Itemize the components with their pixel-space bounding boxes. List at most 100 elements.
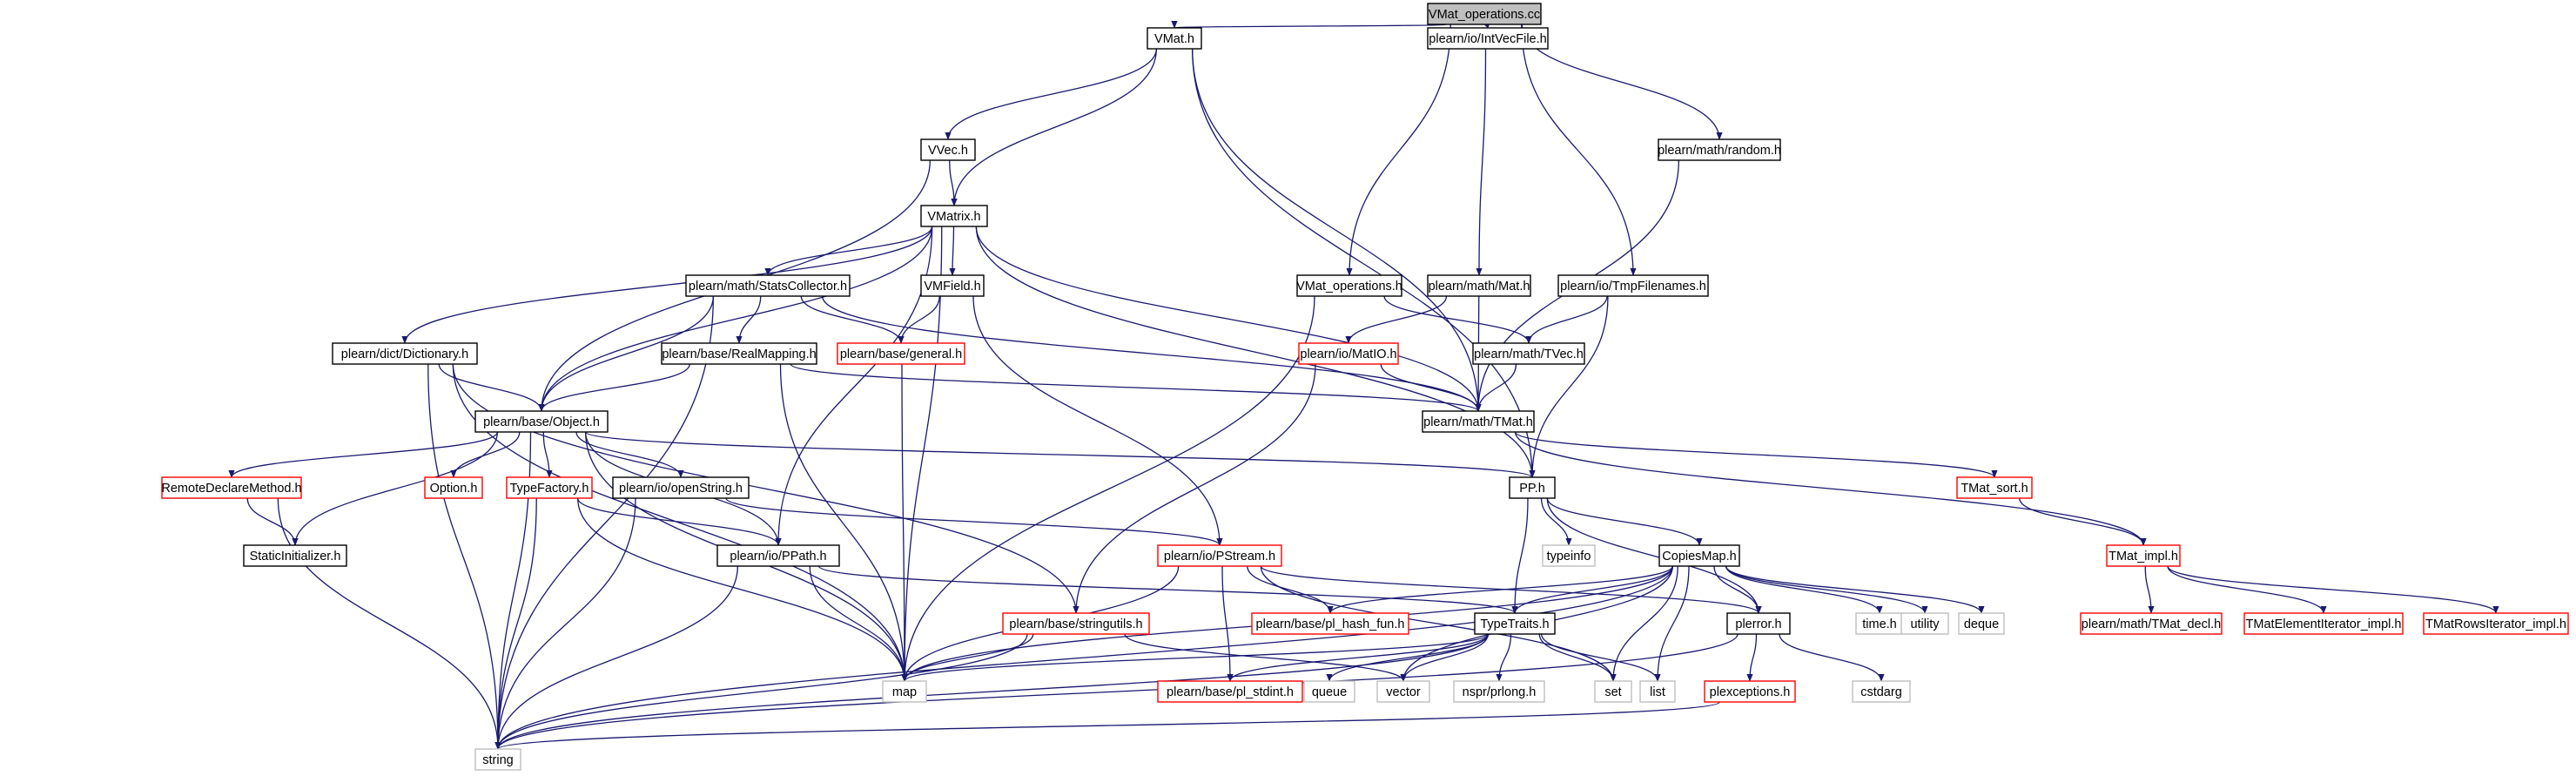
edge-ppath-to-typetraits xyxy=(818,565,1518,614)
edge-copiesmap-to-plerror xyxy=(1713,565,1762,614)
node-plexceptions[interactable]: plexceptions.h xyxy=(1704,680,1796,703)
edge-ppath-to-string xyxy=(494,565,738,750)
node-tmatelemiter[interactable]: TMatElementIterator_impl.h xyxy=(2243,612,2404,635)
node-label-deque: deque xyxy=(1964,617,1999,631)
node-random_h[interactable]: plearn/math/random.h xyxy=(1658,138,1781,161)
edge-statscollector-to-string xyxy=(494,295,714,750)
edge-vmatrix_h-to-object_h xyxy=(538,226,933,412)
node-box-vmfield xyxy=(920,274,985,297)
node-label-vector: vector xyxy=(1386,685,1421,699)
node-typetraits[interactable]: TypeTraits.h xyxy=(1474,612,1556,635)
node-staticinit[interactable]: StaticInitializer.h xyxy=(243,544,347,567)
edge-copiesmap-to-deque xyxy=(1725,565,1985,614)
edge-typefactory-to-string xyxy=(494,497,537,750)
node-box-queue xyxy=(1303,680,1355,703)
edge-tmat_impl-to-tmatrowsiter xyxy=(2167,565,2499,614)
node-label-typefactory: TypeFactory.h xyxy=(510,482,589,496)
node-box-stringutils xyxy=(1002,612,1150,635)
node-dictionary[interactable]: plearn/dict/Dictionary.h xyxy=(332,342,478,365)
edge-openstring-to-string xyxy=(494,497,636,750)
edge-typetraits-to-vector xyxy=(1400,633,1489,682)
node-vmat_operations_h[interactable]: VMat_operations.h xyxy=(1296,274,1402,297)
node-label-tmatrowsiter: TMatRowsIterator_impl.h xyxy=(2425,617,2566,631)
node-intvecfile[interactable]: plearn/io/IntVecFile.h xyxy=(1427,27,1549,50)
node-box-pstream xyxy=(1157,544,1282,567)
node-label-set: set xyxy=(1604,685,1621,699)
node-pl_hash_fun[interactable]: plearn/base/pl_hash_fun.h xyxy=(1251,612,1409,635)
edge-statscollector-to-realmapping xyxy=(736,295,762,344)
edge-general_h-to-map xyxy=(901,363,908,682)
edge-vmat_operations_h-to-tvec_h xyxy=(1383,295,1532,344)
edge-plerror-to-plexceptions xyxy=(1746,633,1758,682)
node-deque: deque xyxy=(1958,612,2005,635)
edge-tmpfilenames-to-pp_h xyxy=(1529,295,1609,478)
node-option_h[interactable]: Option.h xyxy=(424,476,483,499)
node-remotedeclare[interactable]: RemoteDeclareMethod.h xyxy=(161,476,302,499)
node-pp_h[interactable]: PP.h xyxy=(1509,476,1556,499)
node-box-plexceptions xyxy=(1704,680,1796,703)
node-box-openstring xyxy=(612,476,750,499)
node-box-plerror xyxy=(1726,612,1791,635)
node-box-vmat_ops_cc xyxy=(1427,3,1542,25)
edge-matio-to-stringutils xyxy=(1073,363,1316,614)
edge-typetraits-to-string xyxy=(494,633,1489,750)
edge-object_h-to-openstring xyxy=(575,431,684,478)
edge-typetraits-to-nspr xyxy=(1496,633,1512,682)
node-tmat_h[interactable]: plearn/math/TMat.h xyxy=(1422,410,1535,433)
node-vmat_ops_cc[interactable]: VMat_operations.cc xyxy=(1427,3,1542,25)
node-matio[interactable]: plearn/io/MatIO.h xyxy=(1298,342,1399,365)
node-vmatrix_h[interactable]: VMatrix.h xyxy=(920,205,988,227)
node-label-vmfield: VMField.h xyxy=(924,280,980,294)
edge-tmpfilenames-to-tvec_h xyxy=(1525,295,1608,344)
node-plerror[interactable]: plerror.h xyxy=(1726,612,1791,635)
node-mat_h[interactable]: plearn/math/Mat.h xyxy=(1427,274,1531,297)
node-ppath[interactable]: plearn/io/PPath.h xyxy=(716,544,840,567)
edge-vmatrix_h-to-statscollector xyxy=(764,226,933,276)
edge-pp_h-to-copiesmap xyxy=(1546,497,1703,546)
edge-tmat_impl-to-tmat_decl xyxy=(2144,565,2155,614)
node-box-map xyxy=(882,680,927,703)
node-stringutils[interactable]: plearn/base/stringutils.h xyxy=(1002,612,1150,635)
node-tmat_impl[interactable]: TMat_impl.h xyxy=(2106,544,2181,567)
node-copiesmap[interactable]: CopiesMap.h xyxy=(1658,544,1740,567)
node-label-map: map xyxy=(892,685,917,699)
node-object_h[interactable]: plearn/base/Object.h xyxy=(474,410,609,433)
edge-vmatrix_h-to-pp_h xyxy=(975,226,1536,478)
node-tmatrowsiter[interactable]: TMatRowsIterator_impl.h xyxy=(2423,612,2569,635)
node-statscollector[interactable]: plearn/math/StatsCollector.h xyxy=(685,274,851,297)
edge-copiesmap-to-list xyxy=(1654,565,1690,682)
node-vvec_h[interactable]: VVec.h xyxy=(920,138,976,161)
edge-vmat_ops_cc-to-tmpfilenames xyxy=(1521,24,1637,276)
node-realmapping[interactable]: plearn/base/RealMapping.h xyxy=(661,342,817,365)
node-pstream[interactable]: plearn/io/PStream.h xyxy=(1157,544,1282,567)
node-label-pstream: plearn/io/PStream.h xyxy=(1164,550,1275,563)
node-label-object_h: plearn/base/Object.h xyxy=(483,415,600,429)
edge-pp_h-to-typetraits xyxy=(1511,497,1529,614)
node-tmat_sort[interactable]: TMat_sort.h xyxy=(1956,476,2033,499)
edge-copiesmap-to-set xyxy=(1610,565,1678,682)
edge-realmapping-to-map xyxy=(779,363,908,682)
node-vmat_h[interactable]: VMat.h xyxy=(1147,27,1202,50)
node-label-realmapping: plearn/base/RealMapping.h xyxy=(662,348,816,361)
edge-typetraits-to-map xyxy=(901,633,1489,682)
node-label-pl_stdint: plearn/base/pl_stdint.h xyxy=(1167,685,1294,699)
node-vmfield[interactable]: VMField.h xyxy=(920,274,985,297)
node-box-typetraits xyxy=(1474,612,1556,635)
node-tmat_decl[interactable]: plearn/math/TMat_decl.h xyxy=(2080,612,2223,635)
node-box-option_h xyxy=(424,476,483,499)
edge-realmapping-to-tmat_h xyxy=(790,363,1482,412)
node-box-staticinit xyxy=(243,544,347,567)
node-general_h[interactable]: plearn/base/general.h xyxy=(837,342,965,365)
node-box-ppath xyxy=(716,544,840,567)
node-typefactory[interactable]: TypeFactory.h xyxy=(506,476,593,499)
node-box-tmat_h xyxy=(1422,410,1535,433)
node-pl_stdint[interactable]: plearn/base/pl_stdint.h xyxy=(1157,680,1303,703)
node-tvec_h[interactable]: plearn/math/TVec.h xyxy=(1472,342,1585,365)
node-set: set xyxy=(1594,680,1632,703)
edge-vmatrix_h-to-tmat_h xyxy=(975,226,1482,412)
node-label-openstring: plearn/io/openString.h xyxy=(619,482,743,496)
node-tmpfilenames[interactable]: plearn/io/TmpFilenames.h xyxy=(1557,274,1709,297)
node-openstring[interactable]: plearn/io/openString.h xyxy=(612,476,750,499)
